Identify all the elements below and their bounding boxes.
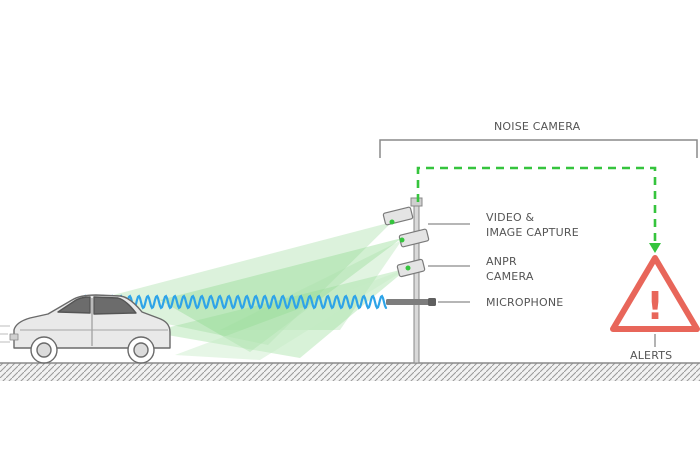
label-leaders <box>428 223 470 303</box>
alerts-label: ALERTS <box>630 349 673 362</box>
camera-beams <box>75 222 408 360</box>
noise-camera-bracket <box>379 139 698 158</box>
alert-signal-path <box>416 166 657 246</box>
video-capture-label-line2: IMAGE CAPTURE <box>486 226 579 239</box>
noise-camera-title: NOISE CAMERA <box>494 120 581 133</box>
ground-strip <box>0 363 700 381</box>
warning-triangle-icon: ! <box>610 255 700 332</box>
alert-signal-arrowhead <box>649 243 661 253</box>
microphone-label: MICROPHONE <box>486 296 564 309</box>
motion-lines <box>0 325 10 343</box>
microphone-icon <box>386 298 436 306</box>
camera-pole <box>410 197 423 364</box>
sound-wave-icon <box>76 294 388 310</box>
alert-exclamation: ! <box>646 284 663 328</box>
anpr-camera-label-line2: CAMERA <box>486 270 534 283</box>
camera-icon <box>382 206 430 278</box>
anpr-camera-label-line1: ANPR <box>486 255 517 268</box>
video-capture-label-line1: VIDEO & <box>486 211 535 224</box>
car-icon <box>9 294 171 364</box>
